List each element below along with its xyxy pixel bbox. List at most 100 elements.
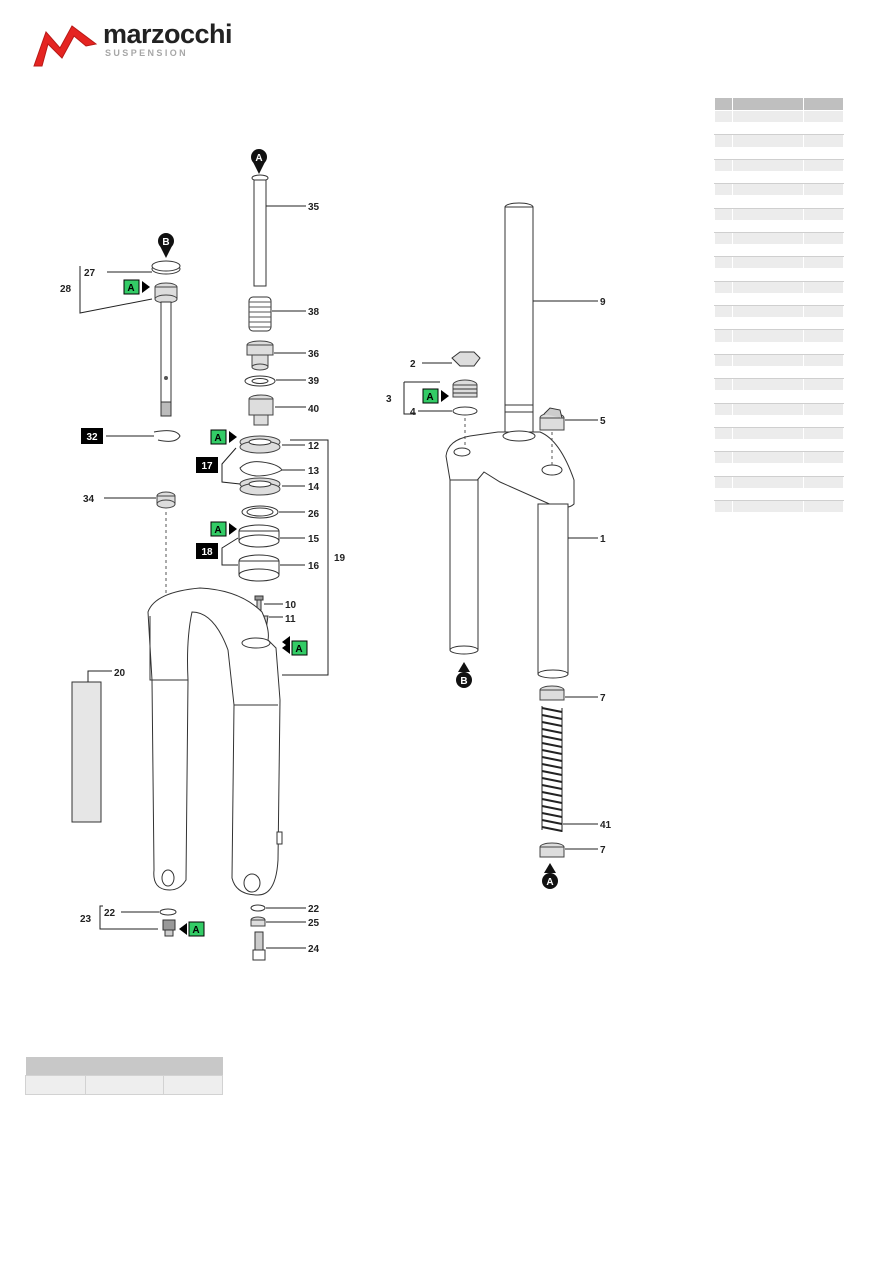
callout-41: 41 (600, 820, 612, 831)
crown-and-stanchions (445, 430, 575, 679)
callout-10: 10 (285, 600, 297, 611)
part-41-coil-spring (541, 706, 563, 832)
part-7-spacer-top (539, 685, 565, 701)
part-16-bushing (238, 554, 280, 582)
parts-list-table (714, 97, 844, 514)
table-row (714, 244, 844, 258)
svg-text:A: A (214, 433, 221, 444)
table-row (714, 499, 844, 514)
callout-20: 20 (114, 668, 126, 679)
part-26-ring (241, 505, 279, 519)
callout-32: 32 (86, 432, 98, 443)
part-14-seal (239, 477, 281, 496)
brand-logo: marzocchi SUSPENSION (30, 18, 233, 70)
callout-40: 40 (308, 404, 320, 415)
lube-a-badge: A (282, 636, 308, 656)
callout-5: 5 (600, 416, 606, 427)
part-22-oring-right (250, 904, 266, 912)
callout-28: 28 (60, 284, 72, 295)
part-34-bushing (156, 491, 176, 509)
table-row (714, 292, 844, 307)
part-22-oring-left (159, 908, 177, 916)
part-27-ring (151, 260, 181, 275)
part-20-decal (71, 681, 102, 823)
callout-17: 17 (201, 461, 213, 472)
table-row (25, 1057, 223, 1076)
table-row (714, 402, 844, 416)
callout-27: 27 (84, 268, 96, 279)
marzocchi-logo-icon (33, 25, 98, 67)
kit-32-badge: 32 (81, 428, 103, 444)
part-3-top-cap (452, 379, 478, 398)
callout-9: 9 (600, 297, 606, 308)
part-9-steerer-tube (504, 202, 534, 438)
callout-36: 36 (308, 349, 320, 360)
part-36-cap (246, 340, 274, 371)
callout-26: 26 (308, 509, 320, 520)
part-38-spring (248, 296, 272, 332)
callout-22-left: 22 (104, 908, 116, 919)
lower-legs-casting (147, 587, 283, 896)
lube-a-badge: A (422, 388, 449, 404)
table-row (714, 390, 844, 404)
table-row (714, 158, 844, 172)
callout-4: 4 (410, 407, 416, 418)
table-row (714, 475, 844, 489)
table-row (714, 280, 844, 294)
marker-a-top-center: A (251, 149, 267, 174)
part-40-piston (248, 394, 274, 426)
lube-a-badge: A (210, 429, 237, 445)
svg-text:A: A (127, 283, 134, 294)
part-7-spacer-bottom (539, 842, 565, 858)
marker-a-label: A (546, 877, 553, 888)
table-row (714, 353, 844, 367)
callout-15: 15 (308, 534, 320, 545)
part-5-top-cap-right (539, 407, 565, 431)
callout-12: 12 (308, 441, 320, 452)
callout-39: 39 (308, 376, 320, 387)
callout-3: 3 (386, 394, 392, 405)
callout-18: 18 (201, 547, 213, 558)
marker-b-bottom-right: B (456, 662, 472, 688)
brand-tagline: SUSPENSION (105, 48, 189, 58)
callout-16: 16 (308, 561, 320, 572)
table-row (714, 122, 844, 136)
callout-14: 14 (308, 482, 320, 493)
marker-a-bottom-right: A (542, 863, 558, 889)
callout-34: 34 (83, 494, 95, 505)
callout-24: 24 (308, 944, 320, 955)
callout-13: 13 (308, 466, 320, 477)
table-row (714, 378, 844, 392)
table-row (714, 146, 844, 160)
callout-1: 1 (600, 534, 606, 545)
part-13-clip (239, 461, 283, 477)
svg-text:A: A (192, 925, 199, 936)
part-39-washer (244, 375, 276, 387)
table-row (714, 365, 844, 380)
svg-text:A: A (426, 392, 433, 403)
part-12-seal (239, 435, 281, 454)
table-row (714, 256, 844, 270)
table-row (714, 109, 844, 124)
brand-name: marzocchi (103, 19, 233, 49)
callout-7-top: 7 (600, 693, 606, 704)
callout-2: 2 (410, 359, 416, 370)
part-28-cartridge (154, 282, 178, 417)
callout-25: 25 (308, 918, 320, 929)
callout-35: 35 (308, 202, 320, 213)
table-row (714, 170, 844, 185)
marker-b-label: B (460, 676, 467, 687)
callout-7-bottom: 7 (600, 845, 606, 856)
table-row (714, 329, 844, 343)
part-24-bolt (252, 931, 266, 961)
part-35-rod (251, 174, 269, 287)
table-row (25, 1075, 223, 1095)
part-25-washer (250, 916, 266, 927)
table-row (714, 231, 844, 246)
part-23-valve (162, 919, 176, 937)
part-2-nut (451, 351, 481, 367)
table-row (714, 183, 844, 197)
callout-11: 11 (285, 614, 296, 625)
